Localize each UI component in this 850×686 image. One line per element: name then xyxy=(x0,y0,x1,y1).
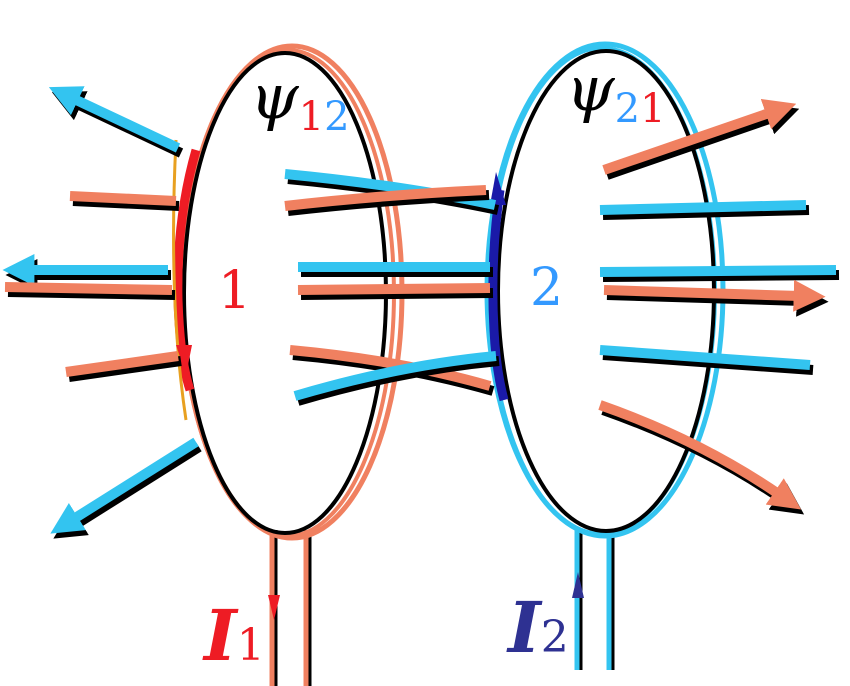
flux-line-shadow xyxy=(605,103,800,180)
flux-line-coil1 xyxy=(69,191,177,206)
flux-line-coil1-arrow xyxy=(598,400,802,510)
flux-line-shadow xyxy=(300,288,494,300)
flux-line-coil2-arrow xyxy=(48,86,181,153)
flux-line-coil2 xyxy=(599,265,837,277)
psi21-label: ψ21 xyxy=(566,52,666,132)
current1-label: I1 xyxy=(202,594,265,677)
current2-direction-arrow xyxy=(572,572,584,598)
coil2-current-arrow xyxy=(490,172,506,205)
flux-line-coil2 xyxy=(599,345,811,370)
flux-line-coil1 xyxy=(65,351,179,377)
coil1-number: 1 xyxy=(218,261,251,321)
psi12-label: ψ12 xyxy=(250,60,350,140)
current1-direction-arrow xyxy=(268,595,280,620)
flux-line-coil1 xyxy=(289,345,492,391)
flux-line-shadow xyxy=(287,190,490,216)
flux-line-coil2 xyxy=(599,200,807,215)
flux-line-coil1-arrow xyxy=(603,279,826,312)
flux-line-coil1 xyxy=(4,282,173,295)
coil1-current-arrow xyxy=(176,345,192,375)
flux-line-coil1 xyxy=(284,185,487,211)
flux-line-shadow xyxy=(296,356,500,406)
flux-line-shadow xyxy=(602,270,840,282)
flux-line-coil2 xyxy=(293,351,497,401)
flux-line-shadow xyxy=(53,442,202,539)
coil1-leads xyxy=(269,530,312,686)
flux-line-coil1-arrow xyxy=(602,98,797,175)
current2-label: I2 xyxy=(506,586,569,669)
coil2-number: 2 xyxy=(530,258,563,318)
coil2-current-arc xyxy=(488,189,509,402)
flux-line-shadow xyxy=(68,356,182,382)
flux-line-coil2-arrow xyxy=(50,437,199,534)
flux-line-shadow xyxy=(602,205,810,220)
coil2-leads xyxy=(574,530,615,670)
flux-line-coil1 xyxy=(297,283,491,295)
flux-lines xyxy=(2,86,840,539)
